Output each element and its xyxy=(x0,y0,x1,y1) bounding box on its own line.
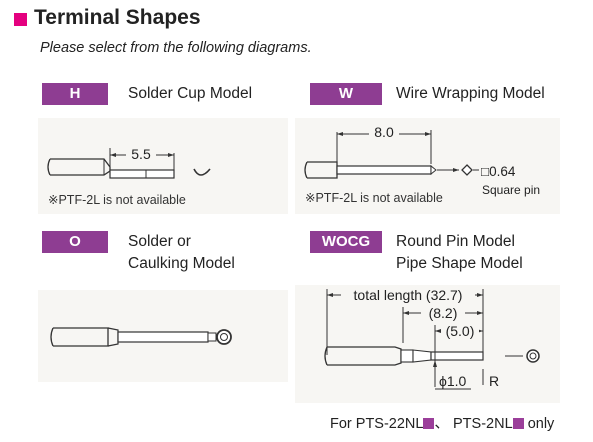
model-label-wocg-line2: Pipe Shape Model xyxy=(396,255,523,272)
note-h: ※PTF-2L is not available xyxy=(48,193,186,207)
pin-size-w: □0.64 xyxy=(481,164,516,179)
dimension-h: 5.5 xyxy=(131,146,151,162)
badge-o: O xyxy=(42,231,108,253)
solder-cup-diagram: 5.5 ※PTF-2L is not available xyxy=(47,146,211,207)
diagram-panel-o xyxy=(38,290,288,382)
dimension-8-2: (8.2) xyxy=(429,305,458,321)
availability-note: For PTS-22NL 、 PTS-2NL only xyxy=(330,412,554,433)
diagram-panel-wocg: total length (32.7) (8.2) (5.0) ϕ1.0 R xyxy=(295,285,560,403)
footer-marker-2 xyxy=(512,418,524,429)
badge-wocg: WOCG xyxy=(310,231,382,253)
title-marker xyxy=(14,13,27,26)
page-subtitle: Please select from the following diagram… xyxy=(40,40,312,56)
model-label-o-line1: Solder or xyxy=(128,233,191,250)
model-label-wocg-line1: Round Pin Model xyxy=(396,233,515,250)
caulking-diagram xyxy=(50,327,232,347)
page-title: Terminal Shapes xyxy=(34,6,201,29)
diagram-panel-h: 5.5 ※PTF-2L is not available xyxy=(38,118,288,214)
model-label-w: Wire Wrapping Model xyxy=(396,85,545,102)
footer-marker-1 xyxy=(423,418,435,429)
radius-label: R xyxy=(489,373,499,389)
model-label-h: Solder Cup Model xyxy=(128,85,253,102)
badge-w: W xyxy=(310,83,382,105)
wire-wrap-diagram: 8.0 □0.64 Square pin ※PTF-2L is not avai… xyxy=(304,124,540,205)
note-w: ※PTF-2L is not available xyxy=(305,191,443,205)
footer-middle: 、 PTS-2NL xyxy=(434,416,513,432)
dimension-total-length: total length (32.7) xyxy=(354,287,463,303)
badge-h: H xyxy=(42,83,108,105)
footer-suffix: only xyxy=(527,416,555,432)
dimension-5-0: (5.0) xyxy=(446,323,475,339)
round-pin-diagram: total length (32.7) (8.2) (5.0) ϕ1.0 R xyxy=(324,287,540,390)
model-label-o-line2: Caulking Model xyxy=(128,255,235,272)
diagram-panel-w: 8.0 □0.64 Square pin ※PTF-2L is not avai… xyxy=(295,118,560,214)
pin-label-w: Square pin xyxy=(482,183,540,197)
footer-prefix: For PTS-22NL xyxy=(330,416,424,432)
diameter-label: ϕ1.0 xyxy=(439,373,467,389)
dimension-w: 8.0 xyxy=(374,124,394,140)
